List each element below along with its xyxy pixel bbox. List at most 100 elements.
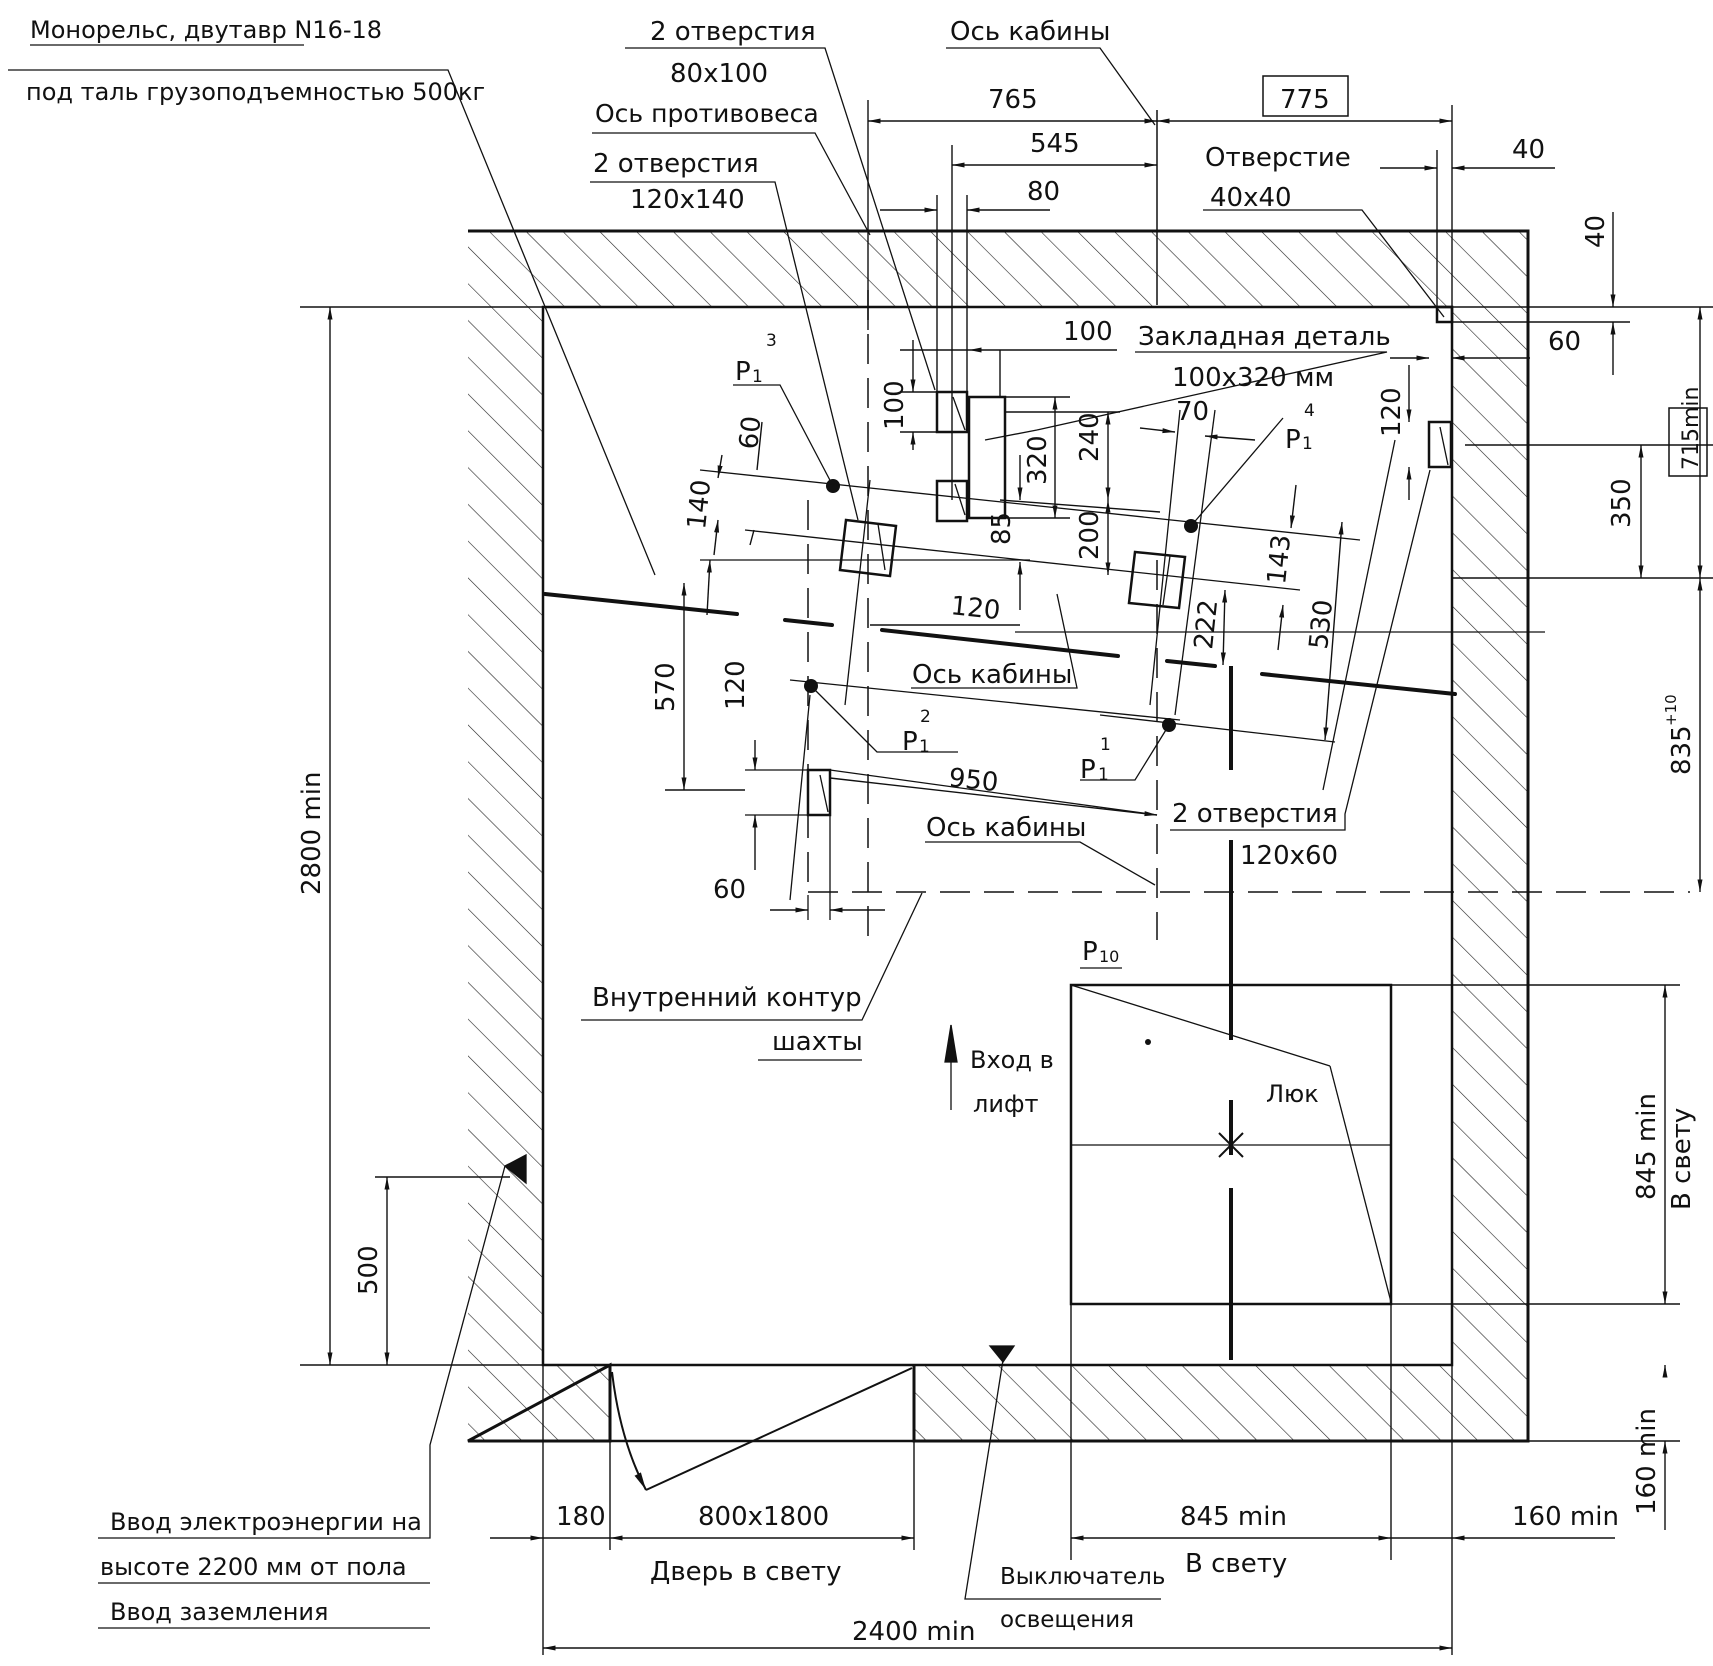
label-holes-120-2: 120х140 <box>630 185 745 215</box>
dim-80: 80 <box>1027 177 1060 207</box>
label-p1-3-sup: 3 <box>766 331 777 351</box>
dim-845-h: 845 min <box>1180 1502 1287 1532</box>
dim-765: 765 <box>988 85 1038 115</box>
leader-lines <box>8 44 1545 1629</box>
box-775 <box>1262 75 1349 117</box>
door-swing <box>611 1371 647 1491</box>
label-monorail-2: под таль грузоподъемностью 500кг <box>26 78 485 106</box>
door-diagonal <box>645 1367 913 1491</box>
dim-845-v2: В свету <box>1667 1108 1697 1210</box>
label-holes-120-1: 2 отверстия <box>593 149 759 179</box>
label-p1-2: Р <box>902 727 918 757</box>
dim-530: 530 <box>1304 598 1339 651</box>
label-cabin-axis-mid: Ось кабины <box>912 660 1072 690</box>
text-labels: Монорельс, двутавр N16-18 под таль грузо… <box>26 16 1704 1647</box>
label-hole-40-1: Отверстие <box>1205 143 1351 173</box>
embedded-plate <box>967 395 1007 520</box>
label-switch-2: освещения <box>1000 1607 1134 1633</box>
hole-40x40 <box>1435 305 1454 324</box>
dim-120-right: 120 <box>1377 387 1407 437</box>
label-p1-2-sup: 2 <box>920 707 931 727</box>
shaft-walls <box>467 229 1530 1491</box>
label-switch-1: Выключатель <box>1000 1564 1165 1590</box>
hatch <box>1069 983 1393 1306</box>
dim-60-right: 60 <box>1548 327 1581 357</box>
dim-835-tol: +10 <box>1662 694 1680 726</box>
hole-120x140-right <box>1127 550 1187 610</box>
dim-40-right: 40 <box>1581 215 1611 248</box>
dim-570: 570 <box>651 662 681 712</box>
label-p1-3: Р <box>735 357 751 387</box>
dim-100-top: 100 <box>1063 317 1113 347</box>
axis-lines <box>807 290 1690 940</box>
dim-2800: 2800 min <box>297 772 327 895</box>
label-cabin-axis-low: Ось кабины <box>926 813 1086 843</box>
hatch-cross <box>1218 1132 1244 1158</box>
dim-100-left: 100 <box>880 380 910 430</box>
holes <box>806 305 1454 817</box>
label-holes-80-1: 2 отверстия <box>650 17 816 47</box>
label-p1-2-sub: 1 <box>919 737 930 757</box>
dim-120-a: 120 <box>949 591 1002 626</box>
label-counterweight-axis: Ось противовеса <box>595 99 819 128</box>
dim-60-b: 60 <box>713 875 746 905</box>
label-p1-3-sub: 1 <box>752 367 763 387</box>
label-p1-1-sup: 1 <box>1100 735 1111 755</box>
door-opening <box>608 1365 916 1443</box>
dim-500: 500 <box>354 1245 384 1295</box>
dim-140: 140 <box>682 478 717 531</box>
dim-120-b: 120 <box>721 660 751 710</box>
label-holes-60-1: 2 отверстия <box>1172 799 1338 829</box>
label-ground: Ввод заземления <box>110 1598 328 1626</box>
hole-120x60-right <box>1427 420 1453 469</box>
dim-70: 70 <box>1176 397 1209 427</box>
label-p10: Р <box>1082 937 1098 967</box>
label-power-1: Ввод электроэнергии на <box>110 1508 422 1536</box>
dim-180: 180 <box>556 1502 606 1532</box>
monorail-beams <box>543 592 1457 696</box>
label-door-clear: Дверь в свету <box>650 1557 841 1587</box>
dim-800: 800х1800 <box>698 1502 829 1532</box>
label-entrance-1: Вход в <box>970 1046 1054 1074</box>
dim-240: 240 <box>1075 412 1105 462</box>
label-hatch: Люк <box>1266 1080 1319 1108</box>
dim-835: 835 <box>1667 725 1697 775</box>
label-embedded-1: Закладная деталь <box>1138 322 1391 352</box>
dim-60-a: 60 <box>734 415 767 451</box>
dimension-lines <box>300 100 1713 1655</box>
dim-320: 320 <box>1023 435 1053 485</box>
dim-160-h: 160 min <box>1512 1502 1619 1532</box>
dim-222: 222 <box>1189 598 1224 651</box>
label-holes-80-2: 80х100 <box>670 59 768 89</box>
dim-143: 143 <box>1262 533 1297 586</box>
dim-2400: 2400 min <box>852 1617 975 1647</box>
label-power-2: высоте 2200 мм от пола <box>100 1553 407 1581</box>
dim-950: 950 <box>947 763 1000 798</box>
box-715 <box>1668 407 1708 477</box>
label-p1-4-sup: 4 <box>1304 401 1315 421</box>
dim-715: 715min <box>1679 387 1704 470</box>
label-p10-sub: 10 <box>1099 947 1119 966</box>
dim-545: 545 <box>1030 129 1080 159</box>
dim-200: 200 <box>1075 510 1105 560</box>
dim-775: 775 <box>1280 85 1330 115</box>
label-p1-4-sub: 1 <box>1302 434 1313 454</box>
label-holes-60-2: 120х60 <box>1240 841 1338 871</box>
dim-350: 350 <box>1607 478 1637 528</box>
label-monorail-1: Монорельс, двутавр N16-18 <box>30 16 382 44</box>
dim-40-top: 40 <box>1512 135 1545 165</box>
label-p1-1-sub: 1 <box>1098 765 1109 785</box>
label-cabin-axis-top: Ось кабины <box>950 17 1110 47</box>
label-entrance-2: лифт <box>973 1090 1038 1118</box>
dim-845-v1: 845 min <box>1632 1093 1662 1200</box>
label-p1-4: Р <box>1285 425 1301 455</box>
label-in-clear: В свету <box>1185 1549 1287 1579</box>
label-p1-1: Р <box>1080 755 1096 785</box>
label-inner-contour-1: Внутренний контур <box>592 983 862 1013</box>
label-inner-contour-2: шахты <box>772 1027 863 1057</box>
label-hole-40-2: 40х40 <box>1210 183 1292 213</box>
dim-85: 85 <box>987 512 1017 545</box>
label-embedded-2: 100х320 мм <box>1172 363 1334 393</box>
dim-160-v: 160 min <box>1632 1408 1662 1515</box>
